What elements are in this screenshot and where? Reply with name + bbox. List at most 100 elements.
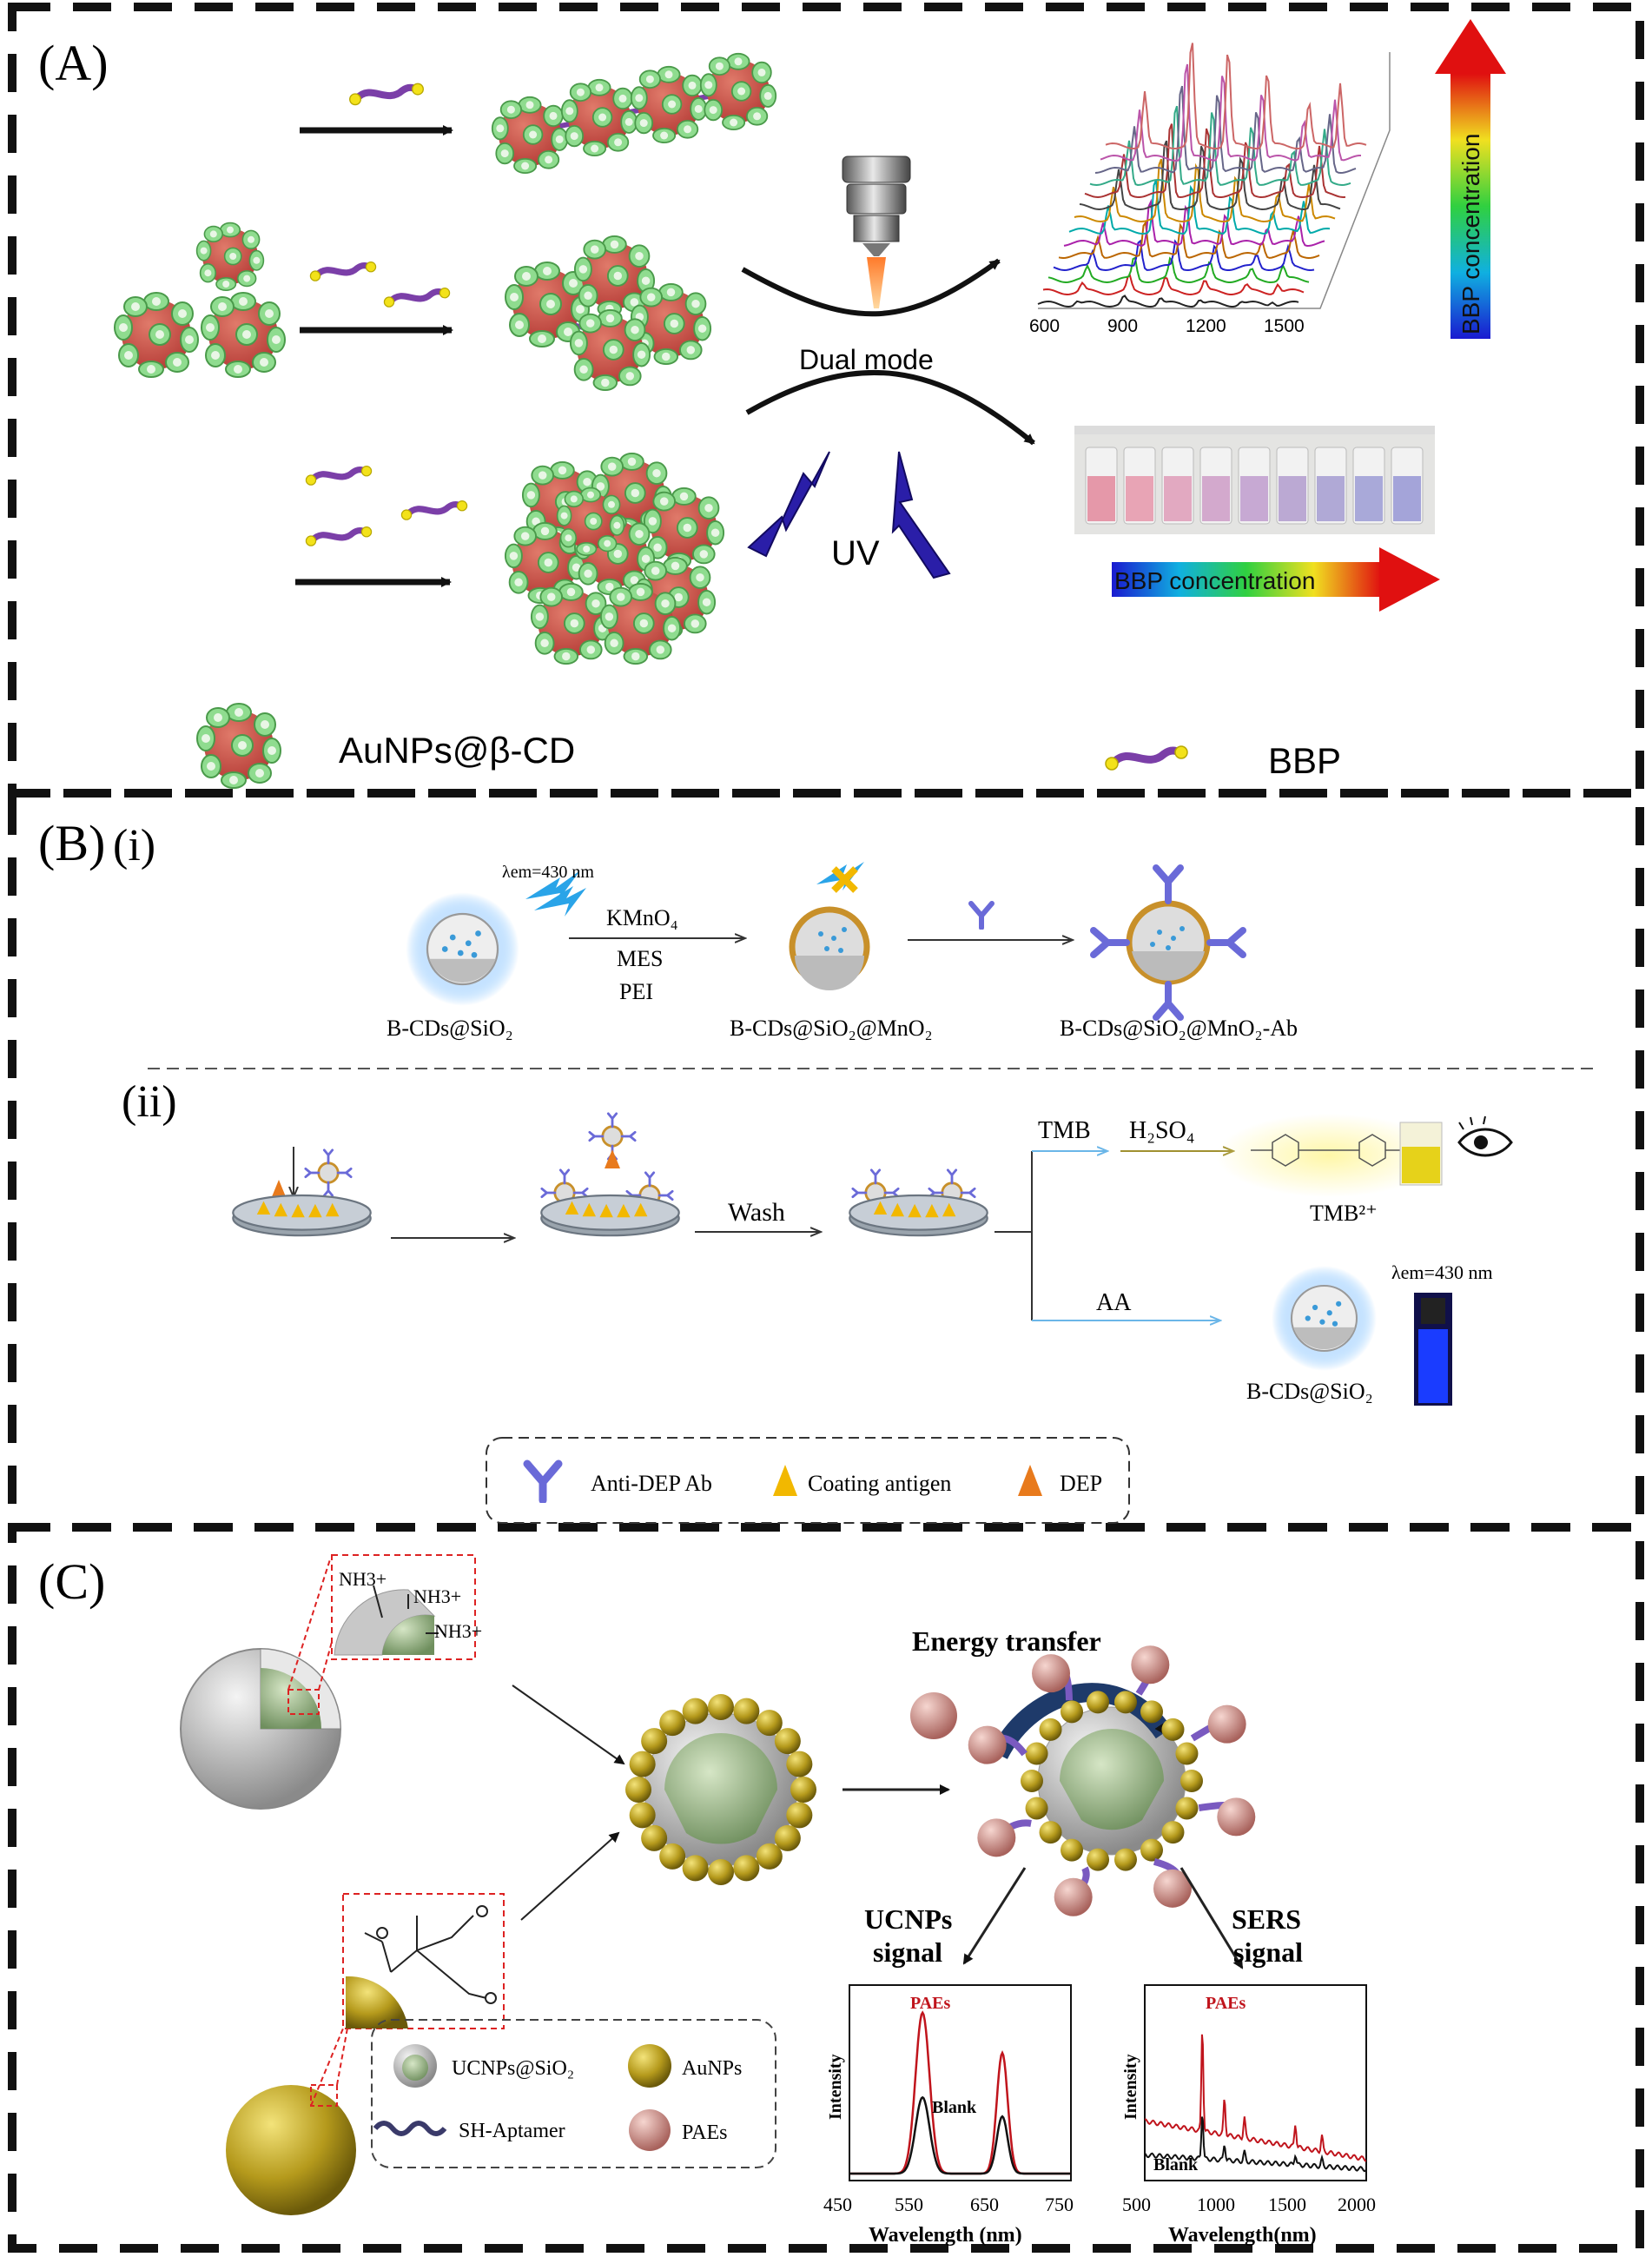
- gold-bead: [1021, 1770, 1043, 1792]
- spectrum-line: [849, 2095, 1071, 2175]
- sers-spectrum-trace: [1047, 256, 1310, 284]
- dep-antigen-icon: [271, 1180, 287, 1199]
- gold-bead: [774, 1728, 801, 1755]
- lambda-label-bottom: λem=430 nm: [1391, 1261, 1493, 1283]
- coated-plate: [232, 1194, 372, 1237]
- gold-bead: [659, 1710, 686, 1737]
- tmb2-label: TMB²⁺: [1310, 1201, 1378, 1226]
- gold-bead: [625, 1777, 651, 1803]
- chart1-series-label: PAEs: [910, 1994, 951, 2013]
- gold-bead: [682, 1698, 709, 1724]
- amine-label: NH3+: [413, 1585, 461, 1607]
- chart1-tick: 450: [823, 2194, 852, 2215]
- gold-bead: [1061, 1700, 1083, 1724]
- legend-box: [371, 2019, 776, 2168]
- sers-axis-ticks: 600 900 1200 1500: [1029, 316, 1305, 336]
- chart1-series-label: Blank: [932, 2098, 977, 2117]
- coating-antigen-icon: [773, 1465, 797, 1496]
- gold-bead: [629, 1802, 656, 1829]
- pae-molecule: [977, 1818, 1016, 1857]
- chart2-xlabel: Wavelength(nm): [1168, 2224, 1317, 2247]
- zoom-inset-citrate: [342, 1893, 505, 2029]
- b-cds-sio2-particle: [1271, 1265, 1378, 1372]
- panel-c-frame: [8, 1523, 1644, 2253]
- concentration-gradient-arrow-horizontal: BBP concentration: [1112, 547, 1440, 612]
- sers-spectrum-trace: [1063, 198, 1325, 248]
- gold-bead: [708, 1859, 734, 1885]
- antibody-particle: [304, 1148, 353, 1197]
- bbp-molecule: [384, 288, 449, 308]
- gold-bead: [629, 1751, 656, 1777]
- bbp-molecule: [350, 83, 424, 104]
- sers-spectrum-trace: [1042, 274, 1305, 296]
- zoom-source-box: [287, 1689, 320, 1715]
- gradient-label-horizontal: BBP concentration: [1114, 567, 1315, 594]
- antibody-icon: [971, 903, 992, 928]
- concentration-gradient-arrow-vertical: BBP concentration: [1435, 19, 1506, 339]
- energy-transfer-label: Energy transfer: [912, 1625, 1101, 1657]
- aa-label: AA: [1096, 1289, 1132, 1316]
- microscope-objective: [842, 156, 911, 308]
- fluorescent-cuvette: [1414, 1293, 1452, 1406]
- gold-nanoparticle: [630, 65, 708, 143]
- wash-label: Wash: [728, 1198, 785, 1227]
- gold-bead: [1175, 1797, 1199, 1820]
- gold-nanoparticle: [560, 78, 638, 156]
- gradient-label-vertical: BBP concentration: [1457, 134, 1484, 334]
- uv-label: UV: [831, 534, 880, 573]
- chart-frame: [849, 1984, 1072, 2181]
- legend-bbp-label: BBP: [1268, 740, 1341, 781]
- dual-mode-arrow-lower: [745, 370, 1035, 446]
- axis-tick: 900: [1107, 316, 1138, 336]
- gold-bead: [756, 1843, 783, 1870]
- dual-mode-label: Dual mode: [799, 344, 934, 375]
- quenched-lightning-icon: [816, 862, 864, 893]
- panel-b: (B) (i) λem=430 nm B-CDs@SiO₂ KMnO₄ MES …: [38, 815, 1594, 1524]
- chart1-xlabel: Wavelength (nm): [869, 2224, 1022, 2247]
- pae-molecule: [1032, 1654, 1071, 1693]
- amine-label: NH3+: [339, 1568, 387, 1590]
- gold-bead: [774, 1824, 801, 1851]
- coated-plate: [540, 1194, 680, 1237]
- gold-bead: [1039, 1821, 1062, 1844]
- chart1-tick: 650: [970, 2194, 999, 2215]
- legend-aunp-icon: [628, 2044, 671, 2088]
- gold-bead: [1140, 1838, 1163, 1862]
- h2so4-label: H₂SO₄: [1129, 1117, 1195, 1144]
- gold-bead: [641, 1728, 668, 1755]
- sers-spectrum-trace: [1105, 43, 1367, 150]
- reaction-arrow: [520, 1831, 620, 1921]
- gold-bead: [1175, 1742, 1199, 1765]
- sers-signal-label: signal: [1233, 1936, 1303, 1968]
- chart1-tick: 750: [1045, 2194, 1074, 2215]
- coated-plate: [849, 1194, 988, 1237]
- legend-np-icon: [196, 703, 281, 789]
- signal-arrow: [1180, 1867, 1244, 1969]
- bbp-molecule: [306, 467, 371, 486]
- yellow-cuvette: [1399, 1122, 1443, 1186]
- uv-lightning-icon: [747, 451, 951, 579]
- chart2-ylabel: Intensity: [1121, 2054, 1140, 2120]
- legend-label: PAEs: [682, 2121, 727, 2144]
- ucnp-spectrum-chart: [849, 1984, 1072, 2181]
- sers-spectrum-chart: [1144, 1984, 1367, 2181]
- panel-b-sub-i: (i): [113, 821, 155, 870]
- gold-nanoparticle: [491, 96, 569, 174]
- reagent-label: MES: [617, 946, 663, 971]
- chart2-series-label: PAEs: [1206, 1994, 1246, 2013]
- gold-bead: [1039, 1718, 1062, 1741]
- reaction-arrow: [512, 1684, 625, 1765]
- np-monomers: [114, 222, 286, 378]
- gold-bead: [790, 1777, 816, 1803]
- gold-bead: [1161, 1821, 1185, 1844]
- sers-spectrum-trace: [1084, 123, 1346, 199]
- panel-b-label: (B): [38, 815, 105, 871]
- panel-c: (C) NH3+ NH3+ NH3+: [38, 1553, 1376, 2247]
- legend-label: SH-Aptamer: [459, 2120, 565, 2142]
- dual-mode-arrow-upper: [741, 258, 1001, 317]
- chart1-ylabel: Intensity: [826, 2054, 845, 2120]
- legend-label: DEP: [1060, 1471, 1102, 1496]
- sers-signal-label: SERS: [1232, 1903, 1301, 1935]
- gold-bead: [1113, 1691, 1137, 1714]
